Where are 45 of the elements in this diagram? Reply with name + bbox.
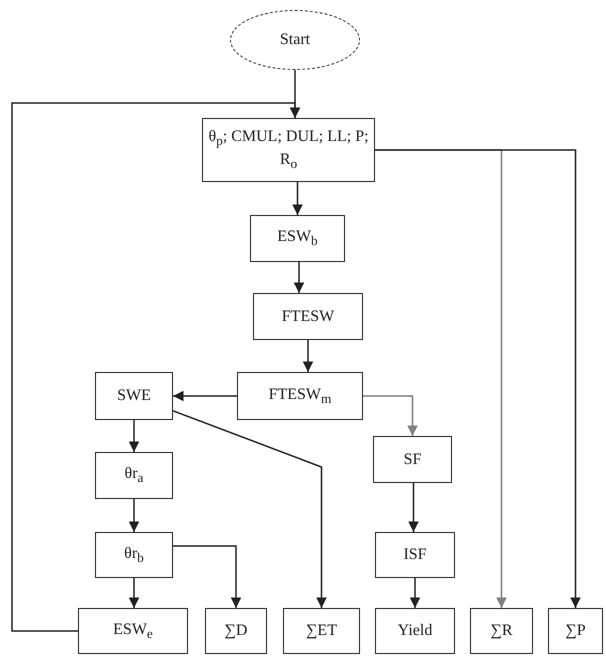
node-label: θr$_{b}$ — [123, 544, 145, 566]
node-label: FTESW$_{m}$ — [268, 384, 332, 408]
process-box — [250, 215, 345, 262]
process-box — [95, 532, 173, 578]
arrow — [294, 262, 304, 293]
node-label: SF — [402, 450, 422, 470]
process-box — [95, 452, 173, 499]
arrow — [292, 182, 303, 215]
node-label: θr$_{a}$ — [124, 464, 144, 487]
node-label: ESW$_{b}$ — [276, 227, 319, 250]
node-label: SWE — [116, 386, 152, 406]
arrow — [375, 149, 581, 608]
process-box — [205, 608, 267, 654]
arrow — [173, 390, 237, 402]
process-box — [78, 608, 188, 654]
process-box — [375, 608, 455, 654]
node-label: Yield — [396, 621, 434, 641]
arrow — [410, 578, 420, 608]
process-box — [95, 372, 173, 420]
node-label: ISF — [402, 545, 428, 565]
arrow — [173, 545, 242, 608]
process-box — [375, 532, 455, 578]
process-box — [237, 372, 363, 420]
node-label: θ$_{p}$; CMUL; DUL; LL; P; R$_{o}$ — [207, 127, 370, 173]
arrow — [128, 499, 140, 532]
arrow — [363, 395, 418, 436]
arrow — [128, 420, 140, 452]
node-label: Start — [278, 30, 312, 50]
node-label: FTESW — [280, 306, 336, 326]
arrow — [172, 410, 327, 608]
process-box — [253, 293, 363, 340]
arrow — [11, 102, 300, 632]
process-box — [202, 118, 375, 182]
arrow — [128, 578, 140, 608]
process-box — [548, 608, 603, 654]
process-box — [470, 608, 533, 654]
node-label: ∑D — [224, 621, 248, 641]
process-box — [373, 436, 452, 483]
arrow — [302, 340, 314, 372]
node-label: ESW$_{e}$ — [112, 620, 154, 642]
arrow — [408, 483, 419, 532]
node-label: ∑P — [564, 621, 587, 641]
process-box — [283, 608, 360, 654]
node-label: ∑R — [489, 621, 514, 641]
node-label: ∑ET — [305, 621, 338, 641]
